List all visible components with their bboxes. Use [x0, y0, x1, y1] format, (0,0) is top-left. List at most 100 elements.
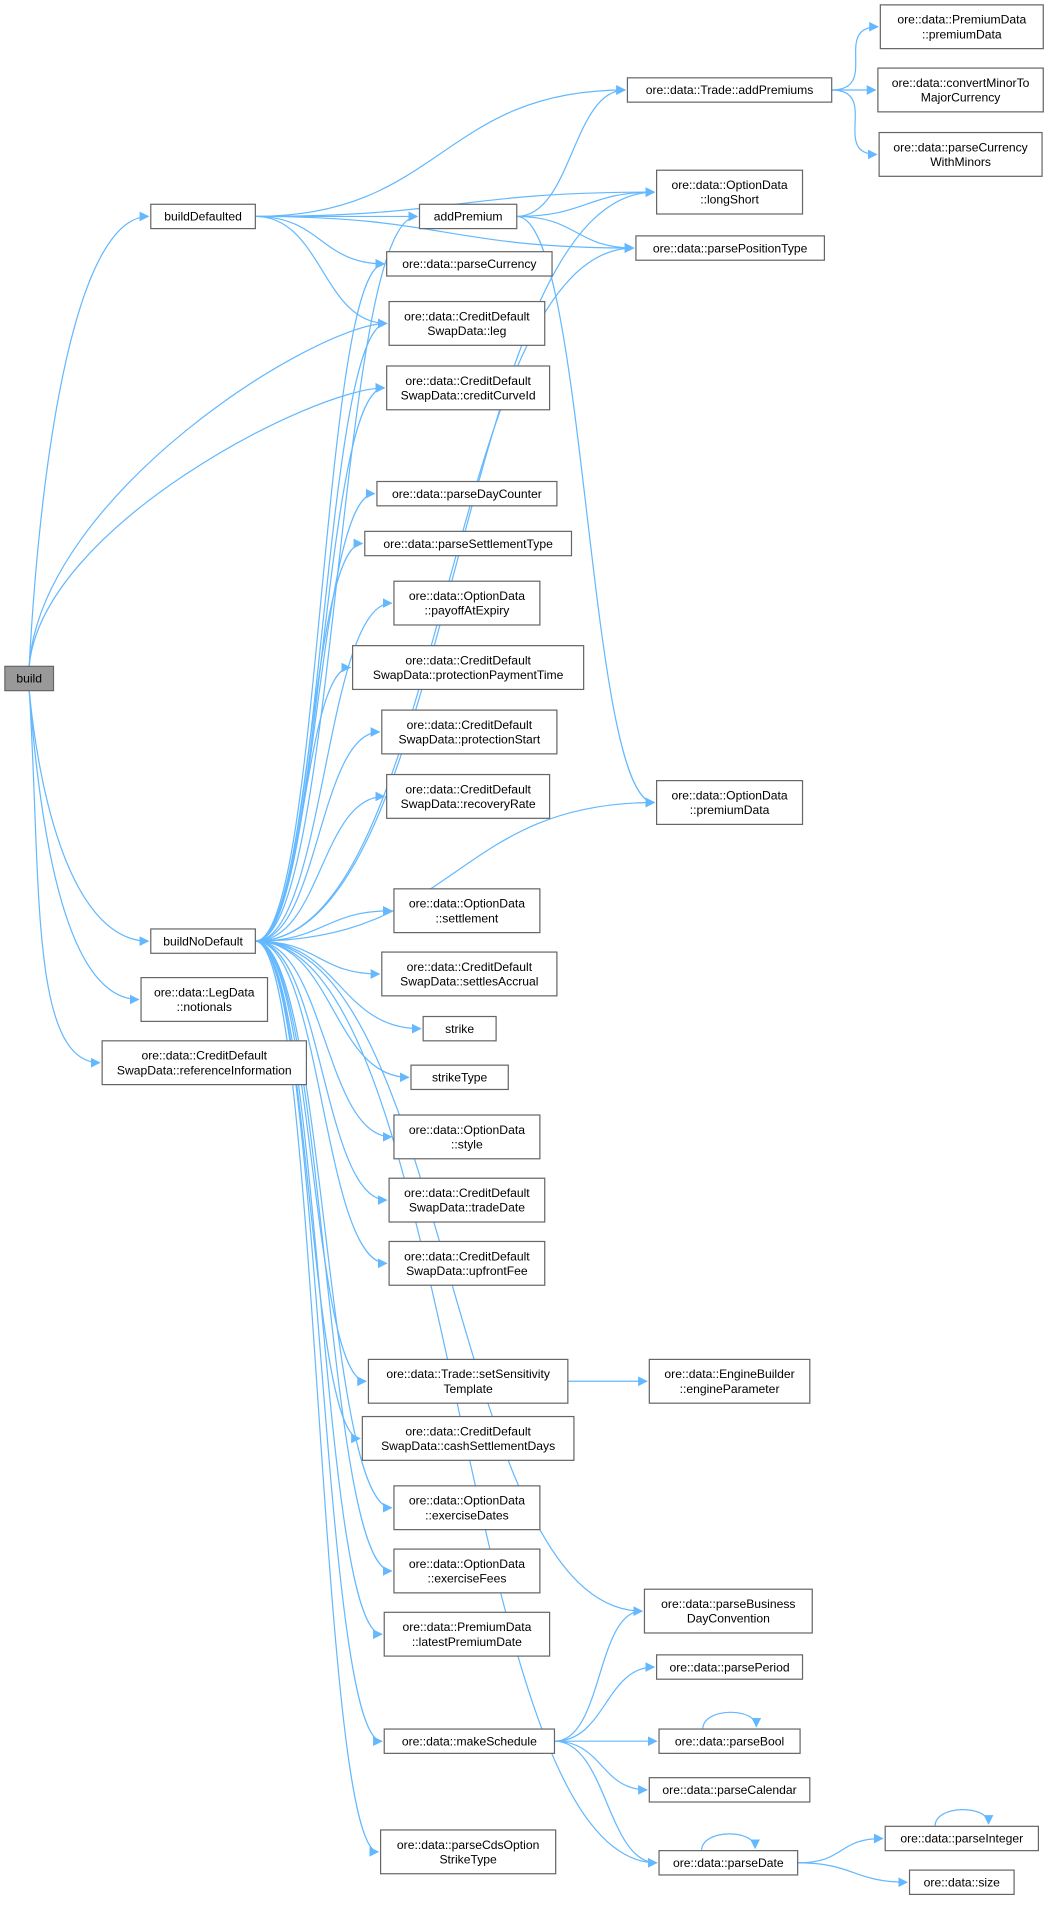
node-label: DayConvention	[687, 1612, 770, 1626]
node-strike[interactable]: strike	[422, 1015, 497, 1042]
node-label: SwapData::cashSettlementDays	[381, 1439, 555, 1453]
node-label: SwapData::recoveryRate	[401, 797, 536, 811]
node-payoffAtExpiry[interactable]: ore::data::OptionData::payoffAtExpiry	[393, 580, 541, 626]
node-notionals[interactable]: ore::data::LegData::notionals	[140, 976, 269, 1022]
node-settlement[interactable]: ore::data::OptionData::settlement	[393, 888, 541, 934]
node-referenceInformation[interactable]: ore::data::CreditDefaultSwapData::refere…	[101, 1040, 308, 1086]
edge-buildNoDefault-to-tradeDate	[255, 940, 388, 1205]
node-odPremiumData[interactable]: ore::data::OptionData::premiumData	[655, 780, 804, 826]
node-label: ore::data::Trade::setSensitivity	[386, 1367, 550, 1381]
node-creditCurveId[interactable]: ore::data::CreditDefaultSwapData::credit…	[386, 365, 551, 411]
node-box	[908, 1869, 1015, 1896]
node-parseDayCounter[interactable]: ore::data::parseDayCounter	[376, 480, 558, 507]
node-latestPremiumDate[interactable]: ore::data::PremiumData::latestPremiumDat…	[383, 1611, 551, 1657]
edge-build-to-referenceInformation	[28, 690, 101, 1068]
node-size[interactable]: ore::data::size	[908, 1869, 1015, 1896]
edge-buildDefaulted-to-addPremiums	[255, 85, 626, 218]
node-parsePositionType[interactable]: ore::data::parsePositionType	[635, 235, 826, 261]
node-build[interactable]: build	[4, 665, 55, 692]
node-label: ore::data::parseCdsOption	[397, 1838, 539, 1852]
node-label: SwapData::upfrontFee	[406, 1264, 528, 1278]
edge-build-to-creditCurveId	[28, 383, 386, 667]
node-strikeType[interactable]: strikeType	[410, 1064, 509, 1091]
node-box	[101, 1040, 308, 1086]
node-box	[393, 888, 541, 934]
node-label: strike	[445, 1022, 474, 1036]
node-label: SwapData::protectionPaymentTime	[373, 668, 564, 682]
node-parseCalendar[interactable]: ore::data::parseCalendar	[648, 1777, 811, 1803]
node-label: ore::data::parseInteger	[900, 1832, 1023, 1846]
node-parseBool[interactable]: ore::data::parseBool	[658, 1728, 801, 1754]
edge-addPremium-to-addPremiums	[516, 85, 626, 218]
node-upfrontFee[interactable]: ore::data::CreditDefaultSwapData::upfron…	[388, 1240, 546, 1286]
edge-buildNoDefault-to-latestPremiumDate	[255, 940, 383, 1639]
node-label: ore::data::OptionData	[672, 788, 788, 802]
node-addPremium[interactable]: addPremium	[418, 203, 518, 230]
node-label: ore::data::CreditDefault	[405, 374, 531, 388]
node-box	[655, 1654, 804, 1680]
edge-buildNoDefault-to-protectionPaymentTime	[255, 662, 352, 942]
node-recoveryRate[interactable]: ore::data::CreditDefaultSwapData::recove…	[386, 773, 551, 819]
node-label: ore::data::OptionData	[409, 1494, 525, 1508]
node-box	[381, 709, 558, 755]
edge-buildNoDefault-to-strike	[255, 940, 422, 1034]
node-parseCurrency[interactable]: ore::data::parseCurrency	[386, 251, 553, 277]
edge-build-to-notionals	[28, 690, 140, 1005]
node-buildNoDefault[interactable]: buildNoDefault	[150, 928, 256, 954]
node-makeSchedule[interactable]: ore::data::makeSchedule	[383, 1728, 556, 1754]
node-style[interactable]: ore::data::OptionData::style	[393, 1114, 541, 1160]
node-label: ::exerciseDates	[425, 1508, 509, 1522]
node-box	[379, 1829, 557, 1875]
node-parseSettlementType[interactable]: ore::data::parseSettlementType	[364, 530, 573, 557]
node-box	[352, 645, 585, 691]
node-box	[386, 365, 551, 411]
node-pdPremiumData[interactable]: ore::data::PremiumData::premiumData	[879, 4, 1044, 50]
edge-buildNoDefault-to-upfrontFee	[255, 940, 388, 1269]
node-label: SwapData::leg	[427, 324, 506, 338]
node-box	[388, 1240, 546, 1286]
node-label: ore::data::CreditDefault	[405, 782, 531, 796]
edge-buildNoDefault-to-recoveryRate	[255, 791, 386, 942]
node-label: SwapData::creditCurveId	[401, 388, 536, 402]
edge-buildNoDefault-to-strikeType	[255, 940, 410, 1083]
node-parsePeriod[interactable]: ore::data::parsePeriod	[655, 1654, 804, 1680]
node-box	[4, 665, 55, 692]
node-label: ore::data::CreditDefault	[404, 1186, 530, 1200]
edge-build-to-leg	[28, 318, 388, 667]
node-parseDate[interactable]: ore::data::parseDate	[658, 1850, 799, 1876]
node-longShort[interactable]: ore::data::OptionData::longShort	[655, 169, 804, 215]
node-settlesAccrual[interactable]: ore::data::CreditDefaultSwapData::settle…	[381, 951, 558, 997]
node-label: ore::data::OptionData	[409, 1557, 525, 1571]
edge-addPremium-to-longShort	[516, 187, 656, 218]
node-label: ore::data::parseSettlementType	[383, 537, 553, 551]
node-buildDefaulted[interactable]: buildDefaulted	[150, 203, 256, 230]
node-engineParameter[interactable]: ore::data::EngineBuilder::engineParamete…	[648, 1358, 811, 1404]
node-box	[879, 4, 1044, 50]
node-addPremiums[interactable]: ore::data::Trade::addPremiums	[626, 77, 833, 103]
node-tradeDate[interactable]: ore::data::CreditDefaultSwapData::tradeD…	[388, 1177, 546, 1223]
node-label: ::premiumData	[922, 27, 1002, 41]
node-cashSettlementDays[interactable]: ore::data::CreditDefaultSwapData::cashSe…	[361, 1415, 575, 1461]
node-box	[878, 131, 1043, 177]
node-box	[140, 976, 269, 1022]
node-exerciseFees[interactable]: ore::data::OptionData::exerciseFees	[393, 1548, 541, 1594]
node-box	[418, 203, 518, 230]
edge-makeSchedule-to-parseBDC	[554, 1606, 643, 1742]
edge-buildDefaulted-to-parsePositionType	[255, 215, 635, 253]
edge-parseDate-to-parseDate	[700, 1833, 760, 1851]
node-exerciseDates[interactable]: ore::data::OptionData::exerciseDates	[393, 1485, 541, 1531]
edge-buildDefaulted-to-leg	[255, 215, 388, 329]
node-parseInteger[interactable]: ore::data::parseInteger	[884, 1825, 1040, 1852]
node-protectionPaymentTime[interactable]: ore::data::CreditDefaultSwapData::protec…	[352, 645, 585, 691]
node-label: ore::data::CreditDefault	[405, 1424, 531, 1438]
node-label: ::engineParameter	[680, 1382, 780, 1396]
node-protectionStart[interactable]: ore::data::CreditDefaultSwapData::protec…	[381, 709, 558, 755]
node-label: ore::data::Trade::addPremiums	[646, 83, 814, 97]
